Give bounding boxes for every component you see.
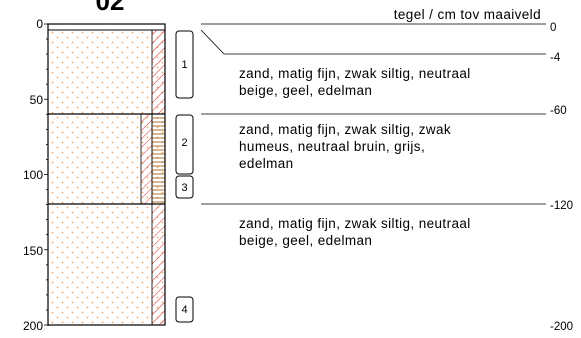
layer-description-line: zand, matig fijn, zwak siltig, neutraal	[239, 66, 471, 81]
sample-box	[175, 175, 194, 199]
depth-label: -120	[550, 200, 573, 212]
sample-label: 3	[181, 182, 187, 194]
depth-tick-label: 150	[23, 244, 43, 258]
surface-label: tegel / cm tov maaiveld	[394, 7, 541, 22]
borehole-column	[47, 23, 166, 326]
boundary-leaders	[200, 23, 546, 205]
sample-box	[175, 30, 194, 99]
sample-label: 4	[181, 304, 187, 316]
layer-descriptions: zand, matig fijn, zwak siltig, neutraal …	[239, 66, 471, 248]
layer-description-line: zand, matig fijn, zwak siltig, neutraal	[239, 216, 471, 231]
depth-label: -200	[550, 321, 573, 333]
layer-description-line: edelman	[239, 156, 294, 171]
sand-layer-3	[48, 204, 165, 325]
silt-hatch-strip-2	[151, 113, 166, 205]
depth-tick-label: 0	[36, 17, 43, 31]
depth-tick-label: 200	[23, 319, 43, 333]
layer-description-line: beige, geel, edelman	[239, 83, 372, 98]
sample-box	[175, 114, 194, 175]
layer-description-line: beige, geel, edelman	[239, 233, 372, 248]
boundary-depth-labels: 0 -4 -60 -120 -200	[550, 22, 573, 333]
silt-hatch-strip-3	[151, 203, 166, 326]
depth-axis: 0 50 100 150 200	[23, 17, 49, 333]
depth-tick-label: 100	[23, 168, 43, 182]
depth-label: 0	[550, 22, 556, 34]
sample-box	[175, 296, 194, 323]
sample-boxes: 1 2 3 4	[175, 30, 194, 323]
depth-tick-label: 50	[30, 93, 44, 107]
log-title: 02	[96, 0, 125, 16]
surface-layer	[47, 23, 166, 31]
sample-label: 1	[181, 59, 187, 71]
depth-label: -4	[550, 52, 561, 64]
humus-hatch-strip	[140, 113, 153, 205]
layer-description-line: humeus, neutraal bruin, grijs,	[239, 139, 425, 154]
sand-layer-1	[48, 30, 165, 114]
sample-label: 2	[181, 137, 187, 149]
silt-hatch-strip-1	[151, 29, 166, 115]
layer-description-line: zand, matig fijn, zwak siltig, zwak	[239, 122, 451, 137]
depth-label: -60	[550, 105, 567, 117]
